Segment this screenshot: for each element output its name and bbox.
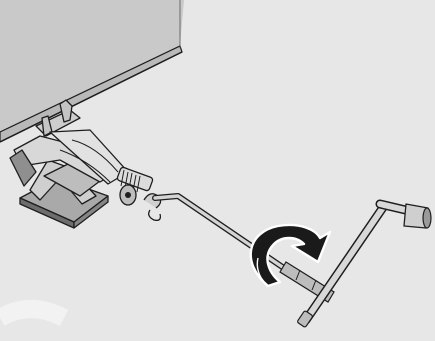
corner-watermark [0, 309, 64, 318]
